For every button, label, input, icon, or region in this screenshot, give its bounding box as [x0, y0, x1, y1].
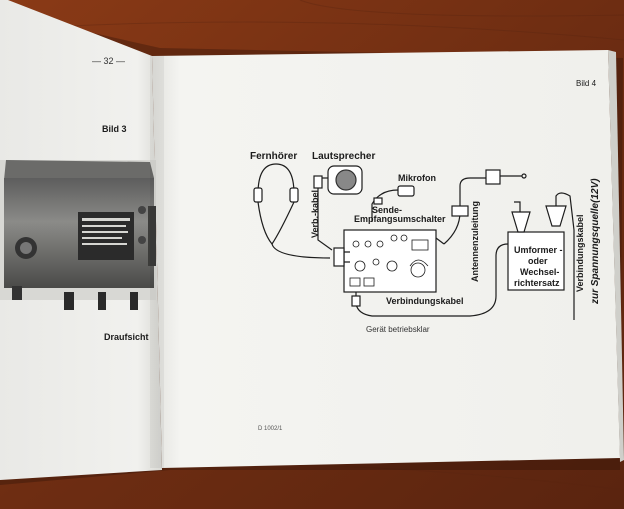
connection-diagram — [253, 163, 575, 320]
caption-geraet-betriebsklar: Gerät betriebsklar — [366, 325, 430, 334]
label-sende: Sende- — [372, 205, 403, 215]
microphone-icon — [397, 185, 415, 197]
label-oder: oder — [528, 256, 548, 266]
left-page-number: — 32 — — [92, 56, 126, 66]
headphone-icon — [257, 163, 295, 195]
label-verbindungskabel-vertical: Verbindungskabel — [575, 214, 585, 292]
label-verbindungskabel: Verbindungskabel — [386, 296, 464, 306]
label-fernhoerer: Fernhörer — [250, 151, 298, 162]
figure-label-bild-4: Bild 4 — [576, 79, 597, 88]
converter-box — [507, 231, 565, 291]
caption-draufsicht: Draufsicht — [104, 332, 149, 342]
figure-label-bild-3: Bild 3 — [102, 124, 127, 134]
label-antennenzuleitung: Antennenzuleitung — [470, 201, 480, 282]
label-umformer: Umformer - — [514, 245, 563, 255]
label-mikrofon: Mikrofon — [398, 173, 436, 183]
footer-code: D 1002/1 — [258, 426, 283, 432]
label-richtersatz: richtersatz — [514, 278, 560, 288]
label-empfangsumschalter: Empfangsumschalter — [354, 214, 446, 224]
label-verb-kabel: Verb.-kabel — [310, 189, 320, 238]
device-photo — [0, 160, 156, 310]
label-wechsel: Wechsel- — [520, 267, 560, 277]
label-lautsprecher: Lautsprecher — [312, 151, 376, 162]
label-spannungsquelle: zur Spannungsquelle(12V) — [590, 178, 601, 304]
